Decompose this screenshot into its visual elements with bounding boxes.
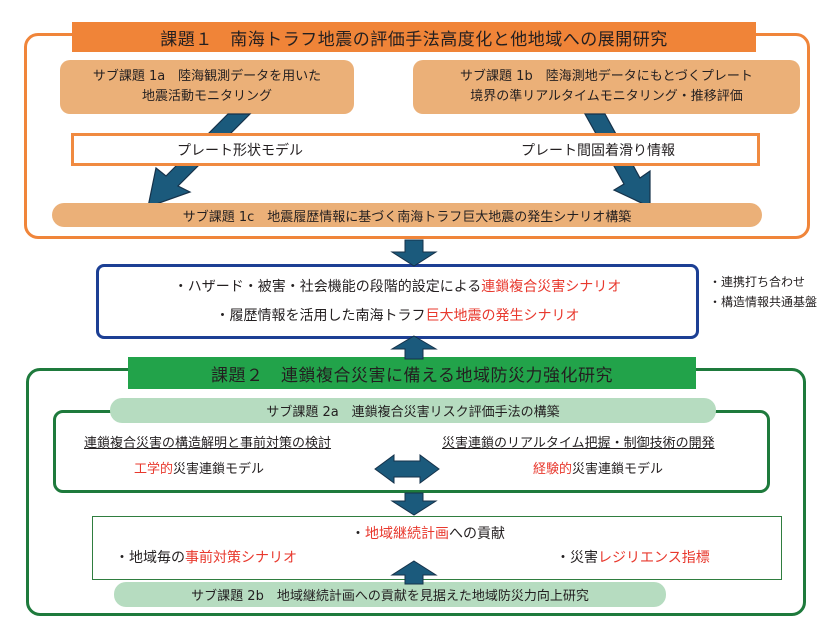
- sub-theme-2a-left-heading: 連鎖複合災害の構造解明と事前対策の検討: [84, 436, 332, 451]
- sub-theme-1b-line2: 境界の準リアルタイムモニタリング・推移評価: [470, 89, 743, 104]
- outcome-line1: ・ハザード・被害・社会機能の段階的設定による連鎖複合災害シナリオ: [174, 273, 622, 302]
- empirical-model-highlight: 経験的: [533, 462, 573, 477]
- result-left-text: ・地域毎の: [115, 550, 185, 566]
- engineering-model: 工学的災害連鎖モデル: [134, 458, 264, 477]
- engineering-model-text: 災害連鎖モデル: [173, 462, 265, 477]
- outcome-box: ・ハザード・被害・社会機能の段階的設定による連鎖複合災害シナリオ ・履歴情報を活…: [96, 264, 699, 339]
- result-center-prefix: ・: [351, 526, 365, 542]
- plate-coupling-info-label: プレート間固着滑り情報: [521, 143, 675, 159]
- result-pre-disaster-scenario: ・地域毎の事前対策シナリオ: [115, 547, 297, 567]
- sub-theme-1b: サブ課題 1b 陸海測地データにもとづくプレート 境界の準リアルタイムモニタリン…: [413, 60, 800, 114]
- result-center-highlight: 地域継続計画: [365, 526, 449, 542]
- result-left-highlight: 事前対策シナリオ: [185, 550, 297, 566]
- result-right-highlight: レジリエンス指標: [598, 550, 710, 566]
- theme2-title: 課題２ 連鎖複合災害に備える地域防災力強化研究: [128, 357, 696, 389]
- outcome-line2: ・履歴情報を活用した南海トラフ巨大地震の発生シナリオ: [216, 302, 580, 331]
- sub-theme-1b-line1: サブ課題 1b 陸海測地データにもとづくプレート: [460, 69, 753, 84]
- outcome-line2-highlight: 巨大地震の発生シナリオ: [425, 307, 580, 324]
- plate-info-box: プレート形状モデル プレート間固着滑り情報: [71, 133, 760, 166]
- sub-theme-1c: サブ課題 1c 地震履歴情報に基づく南海トラフ巨大地震の発生シナリオ構築: [52, 203, 762, 227]
- theme2-results-box: ・地域毎の事前対策シナリオ ・地域継続計画への貢献 ・災害レジリエンス指標: [92, 516, 782, 580]
- empirical-model: 経験的災害連鎖モデル: [533, 458, 663, 477]
- empirical-model-text: 災害連鎖モデル: [572, 462, 664, 477]
- outcome-line2-text: ・履歴情報を活用した南海トラフ: [215, 307, 426, 324]
- sub-theme-2b: サブ課題 2b 地域継続計画への貢献を見据えた地域防災力向上研究: [114, 582, 666, 607]
- outcome-line1-text: ・ハザード・被害・社会機能の段階的設定による: [173, 278, 482, 295]
- result-bcp-contribution: ・地域継続計画への貢献: [351, 523, 505, 543]
- result-right-text: ・災害: [556, 550, 598, 566]
- sub-theme-2a-right-heading: 災害連鎖のリアルタイム把握・制御技術の開発: [442, 436, 715, 451]
- sub-theme-1a-line2: 地震活動モニタリング: [141, 89, 272, 104]
- plate-shape-model-label: プレート形状モデル: [177, 143, 303, 159]
- sub-theme-1a: サブ課題 1a 陸海観測データを用いた 地震活動モニタリング: [60, 60, 354, 114]
- result-resilience-index: ・災害レジリエンス指標: [556, 547, 710, 567]
- collaboration-item: ・連携打ち合わせ: [709, 275, 806, 289]
- outcome-line1-highlight: 連鎖複合災害シナリオ: [481, 278, 622, 295]
- sub-theme-1a-line1: サブ課題 1a 陸海観測データを用いた: [92, 69, 322, 84]
- theme1-title: 課題１ 南海トラフ地震の評価手法高度化と他地域への展開研究: [72, 22, 756, 52]
- collaboration-item: ・構造情報共通基盤: [709, 295, 818, 309]
- result-center-text: への貢献: [449, 526, 505, 542]
- sub-theme-2a-label: サブ課題 2a 連鎖複合災害リスク評価手法の構築: [110, 398, 716, 423]
- engineering-model-highlight: 工学的: [134, 462, 174, 477]
- collaboration-notes: ・連携打ち合わせ ・構造情報共通基盤: [709, 272, 817, 312]
